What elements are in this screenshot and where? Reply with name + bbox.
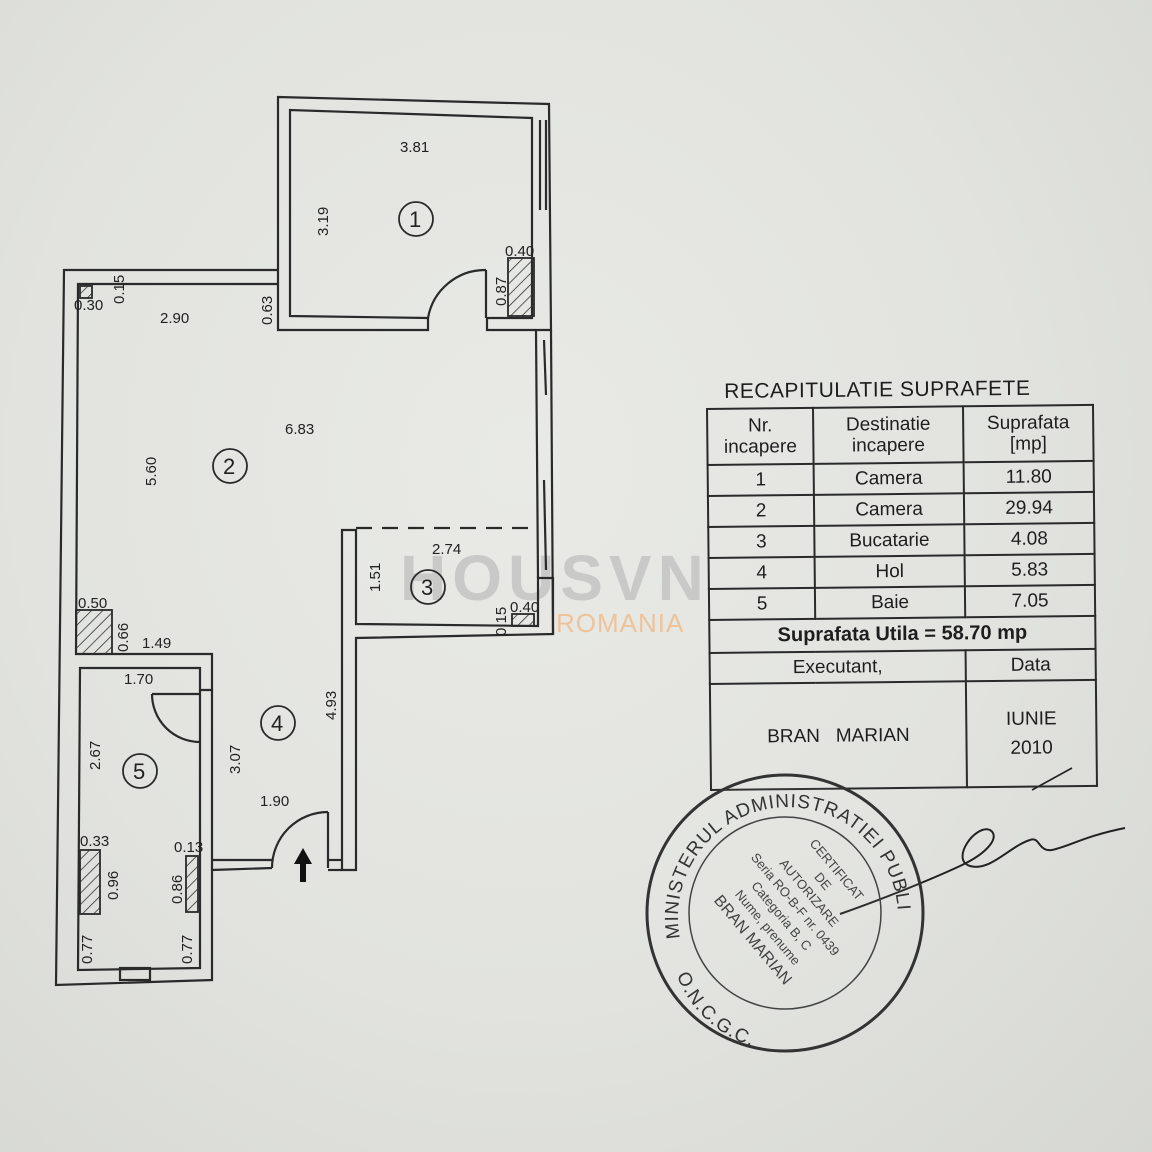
summary-title: RECAPITULATIE SUPRAFETE <box>724 376 1031 403</box>
duct-6 <box>79 285 93 299</box>
date-year: 2010 <box>1010 737 1053 759</box>
row-destination: Hol <box>814 555 965 588</box>
dim-r1-width: 3.81 <box>400 139 429 156</box>
dim-r2-height: 5.60 <box>143 457 160 486</box>
dim-bath-width: 1.70 <box>124 671 153 688</box>
dim-bath-d: 0.77 <box>179 935 196 964</box>
date-label: Data <box>965 648 1096 682</box>
dim-r3-height: 1.51 <box>367 563 384 592</box>
row-area: 7.05 <box>964 584 1096 618</box>
dim-r3-b: 0.40 <box>510 599 539 616</box>
dim-bath-a: 0.13 <box>174 839 203 856</box>
watermark-sub: ROMANIA <box>556 608 684 638</box>
dim-r2-wall: 0.63 <box>259 296 276 325</box>
dim-r3-a: 0.15 <box>493 607 510 636</box>
room-number-4: 4 <box>271 711 283 736</box>
executant-label: Executant, <box>709 650 966 684</box>
dim-bath-duct-b: 0.96 <box>105 871 122 900</box>
row-destination: Bucatarie <box>814 524 965 557</box>
signature <box>839 827 1126 915</box>
official-stamp: MINISTERUL ADMINISTRATIEI PUBLICE O.N.C.… <box>640 768 925 1053</box>
date-cell: IUNIE 2010 <box>965 679 1097 788</box>
table-row: 3 Bucatarie 4.08 <box>708 522 1095 558</box>
row-area: 29.94 <box>963 491 1095 525</box>
row-nr: 4 <box>708 556 815 589</box>
header-area: Suprafata [mp] <box>962 404 1094 463</box>
entry-arrow-icon <box>294 848 312 882</box>
row-nr: 1 <box>707 463 814 496</box>
duct-3 <box>79 849 101 915</box>
table-row: 5 Baie 7.05 <box>708 584 1096 620</box>
dim-r2-duct-w: 0.50 <box>78 595 107 612</box>
dim-bath-b: 0.86 <box>169 875 186 904</box>
date-month: IUNIE <box>1005 708 1057 730</box>
duct-5 <box>511 613 535 627</box>
row-destination: Baie <box>814 586 966 619</box>
header-nr: Nr. incapere <box>707 407 814 465</box>
row-area: 4.08 <box>964 522 1095 556</box>
total-area: Suprafata Utila = 58.70 mp <box>709 615 1096 653</box>
table-header-row: Nr. incapere Destinatie incapere Suprafa… <box>707 404 1094 465</box>
dim-r2-duct-h: 0.66 <box>115 623 132 652</box>
room-number-2: 2 <box>223 454 235 479</box>
row-nr: 5 <box>708 587 816 620</box>
room-number-5: 5 <box>133 759 145 784</box>
table-row: 2 Camera 29.94 <box>707 491 1095 527</box>
dim-bath-height: 2.67 <box>87 741 104 770</box>
duct-2 <box>75 609 113 655</box>
duct-1 <box>507 257 535 317</box>
dim-r2-bottom: 1.49 <box>142 635 171 652</box>
row-destination: Camera <box>813 493 965 526</box>
signature-header-row: Executant, Data <box>709 648 1096 684</box>
dim-r1-duct: 0.87 <box>493 277 510 306</box>
dim-r2-length: 6.83 <box>285 421 314 438</box>
room-number-1: 1 <box>409 207 421 232</box>
dim-r2-corner-a: 0.30 <box>74 297 103 314</box>
table-row: 1 Camera 11.80 <box>707 460 1094 496</box>
duct-4 <box>185 855 199 913</box>
room-3-outline <box>340 528 555 872</box>
row-area: 5.83 <box>964 553 1095 587</box>
surface-summary-table: Nr. incapere Destinatie incapere Suprafa… <box>706 404 1098 791</box>
dim-hall-inner: 3.07 <box>227 745 244 774</box>
dim-r2-width-top: 2.90 <box>160 310 189 327</box>
dim-r1-window: 0.40 <box>505 243 534 260</box>
dim-r2-corner-b: 0.15 <box>111 275 128 304</box>
total-row: Suprafata Utila = 58.70 mp <box>709 615 1096 653</box>
dim-hall-bottom: 1.90 <box>260 793 289 810</box>
row-area: 11.80 <box>963 460 1094 494</box>
dim-bath-c: 0.77 <box>79 935 96 964</box>
room-2-outline <box>54 268 278 987</box>
row-nr: 3 <box>708 525 815 558</box>
table-row: 4 Hol 5.83 <box>708 553 1095 589</box>
dim-r1-height: 3.19 <box>315 207 332 236</box>
dim-hall-height: 4.93 <box>323 691 340 720</box>
row-nr: 2 <box>707 494 815 527</box>
dim-bath-duct-a: 0.33 <box>80 833 109 850</box>
row-destination: Camera <box>813 462 964 495</box>
dim-r3-width: 2.74 <box>432 541 461 558</box>
header-destination: Destinatie incapere <box>813 406 964 464</box>
room-number-3: 3 <box>421 575 433 600</box>
